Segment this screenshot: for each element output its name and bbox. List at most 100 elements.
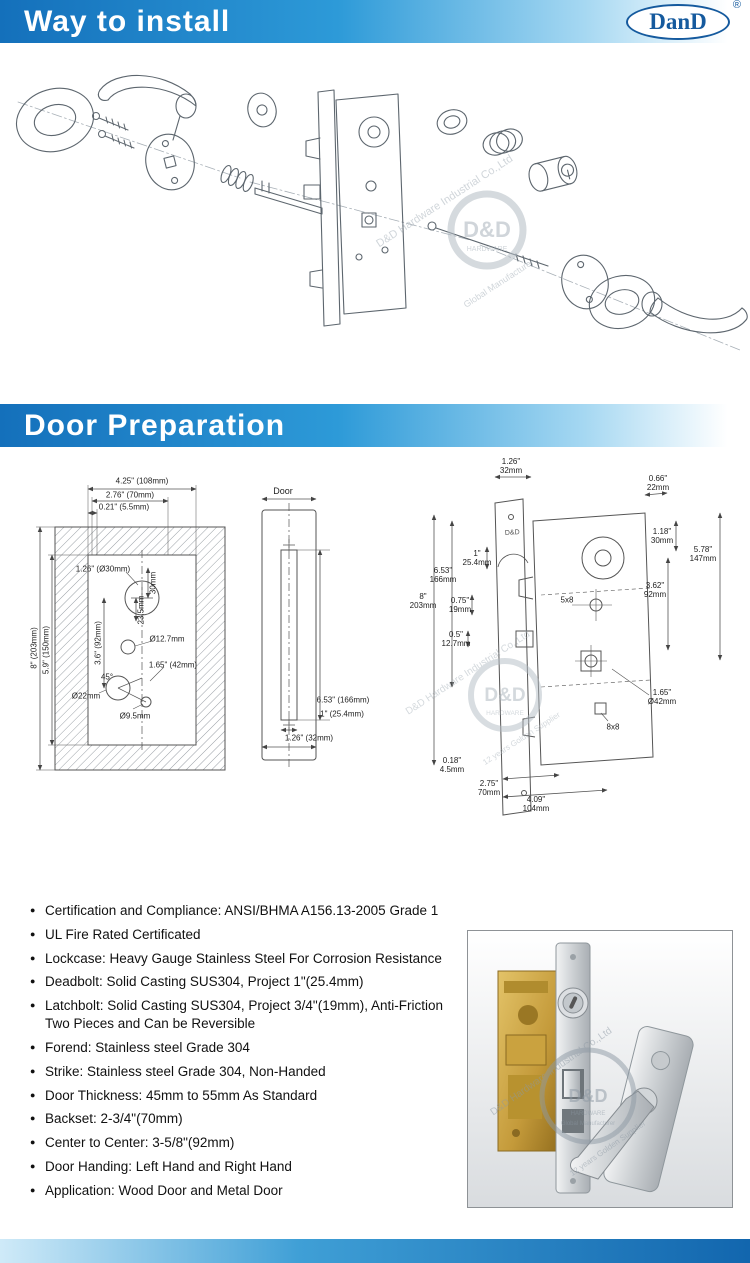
dim-label: 30mm [148,571,158,595]
dim-label: 8x8 [606,722,620,732]
bullet-icon: ● [30,1089,36,1100]
bullet-icon: ● [30,1184,36,1195]
bullet-icon: ● [30,1041,36,1052]
spec-text: Door Handing: Left Hand and Right Hand [45,1158,292,1174]
spec-text: Door Thickness: 45mm to 55mm As Standard [45,1087,318,1103]
dim-label: Ø9.5mm [119,711,151,721]
product-photo: D&D Hardware Industrial Co.,Ltd 12 years… [467,930,733,1208]
inner-rose-right [561,254,609,310]
spindle-bushing [247,92,277,128]
dim-label: 1" 25.4mm [462,548,492,567]
dim-label: 8" 203mm [409,591,437,610]
cylinder-washer [436,109,468,135]
spec-item: ● Application: Wood Door and Metal Door [30,1182,462,1200]
footer-bar [0,1239,750,1263]
door-face-drawing [36,485,226,771]
bullet-icon: ● [30,976,36,987]
door-edge-drawing [261,496,330,767]
dim-label: 1.26" 32mm [499,456,523,475]
outer-rose-right [588,274,656,330]
dim-label: 3.62" 92mm [643,580,667,599]
spec-item: ● Deadbolt: Solid Casting SUS304, Project… [30,973,462,991]
spec-text: Backset: 2-3/4"(70mm) [45,1111,183,1127]
dim-label: 2.75" 70mm [477,778,501,797]
spec-item: ● Certification and Compliance: ANSI/BHMA… [30,902,462,920]
spec-item: ●Strike: Stainless steel Grade 304, Non-… [30,1063,462,1081]
bullet-icon: ● [30,952,36,963]
dim-label: 4.09" 104mm [522,794,550,813]
spec-item: ● Lockcase: Heavy Gauge Stainless Steel F… [30,950,462,968]
registered-mark: ® [732,0,741,11]
dim-label: 0.18" 4.5mm [439,755,465,774]
bullet-icon: ● [30,905,36,915]
exploded-view-section: D&D Hardware Industrial Co.,Ltd Global M… [0,50,750,402]
dim-label: 1.26" (32mm) [284,733,334,743]
dim-label: Ø12.7mm [149,634,185,644]
watermark-logo-text: D&D [484,685,525,706]
dim-label: 1.18" 30mm [650,526,674,545]
spec-text: Deadbolt: Solid Casting SUS304, Project … [45,974,364,990]
product-photo-image: D&D Hardware Industrial Co.,Ltd 12 years… [468,931,732,1207]
brand-logo-text: DanD [649,9,707,34]
dim-label: 0.5" 12.7mm [441,629,471,648]
dim-label: 23.5mm [136,595,146,625]
bullet-icon: ● [30,1065,36,1076]
dim-label: 5x8 [560,595,574,605]
dim-label: 0.66" 22mm [646,473,670,492]
spec-item: ●Latchbolt: Solid Casting SUS304, Projec… [30,997,462,1033]
watermark-ring [468,658,542,732]
door-label: Door [273,485,293,496]
watermark-tagline-text: Global Manufacturer [561,1121,615,1127]
door-preparation-banner: Door Preparation [0,404,750,447]
spec-item: ● Backset: 2-3/4"(70mm) [30,1110,462,1128]
bullet-icon: ● [30,1160,36,1171]
dim-label: 4.25" (108mm) [115,476,169,486]
cylinder-springs [482,128,523,156]
lock-case-drawing [431,474,723,816]
spec-text: Lockcase: Heavy Gauge Stainless Steel Fo… [45,950,442,966]
spindle [254,180,323,215]
spec-text: Certification and Compliance: ANSI/BHMA … [45,903,439,918]
spec-list: ● Certification and Compliance: ANSI/BHMA… [30,902,462,1206]
dim-label: 8" (203mm) [29,627,39,669]
lock-cylinder [528,155,578,192]
watermark-hardware-text: HARDWARE [486,710,524,717]
dim-label: 3.6" (92mm) [93,621,103,665]
door-preparation-title: Door Preparation [24,408,286,442]
spec-item: ● Door Handing: Left Hand and Right Hand [30,1158,462,1176]
spec-item: ● Center to Center: 3-5/8"(92mm) [30,1134,462,1152]
dim-label: 1.26" (Ø30mm) [75,564,131,574]
mortise-lock-body [303,89,407,327]
dim-label: 45° [100,672,114,682]
spec-text: Latchbolt: Solid Casting SUS304, Project… [45,998,443,1032]
bullet-icon: ● [30,928,36,939]
brand-logo: DanD ® [626,0,741,40]
spec-text: Application: Wood Door and Metal Door [45,1182,283,1198]
lever-handle-right [641,291,748,334]
door-preparation-diagram: D&D D&D Hardware Industrial Co.,Ltd 12 y… [36,474,723,816]
spec-text: Center to Center: 3-5/8"(92mm) [45,1135,235,1151]
outer-rose-left [15,87,95,153]
watermark-hardware-text: HARDWARE [571,1111,606,1117]
watermark-logo-text: D&D [463,217,511,242]
install-title: Way to install [24,4,231,38]
dim-label: 1.65" Ø42mm [647,687,677,706]
watermark-ring [447,190,527,270]
mounting-screws [92,112,135,149]
bullet-icon: ● [30,1137,36,1148]
exploded-view-diagram: D&D Hardware Industrial Co.,Ltd Global M… [15,74,748,351]
dim-label: 6.53" 166mm [429,565,457,584]
spec-item: ● UL Fire Rated Certificated [30,926,462,944]
dim-label: 0.21" (5.5mm) [98,502,150,512]
bullet-icon: ● [30,1113,36,1124]
spec-item: ● Door Thickness: 45mm to 55mm As Standar… [30,1087,462,1105]
spindle-spring [220,164,254,193]
dim-label: 0.75" 19mm [448,595,472,614]
door-preparation-section: D&D D&D Hardware Industrial Co.,Ltd 12 y… [0,455,750,895]
dim-label: 1" (25.4mm) [320,709,364,719]
watermark-hardware-text: HARDWARE [467,246,508,253]
dim-label: 6.53" (166mm) [316,695,370,705]
spec-text: Forend: Stainless steel Grade 304 [45,1039,250,1055]
spec-text: UL Fire Rated Certificated [45,926,201,942]
